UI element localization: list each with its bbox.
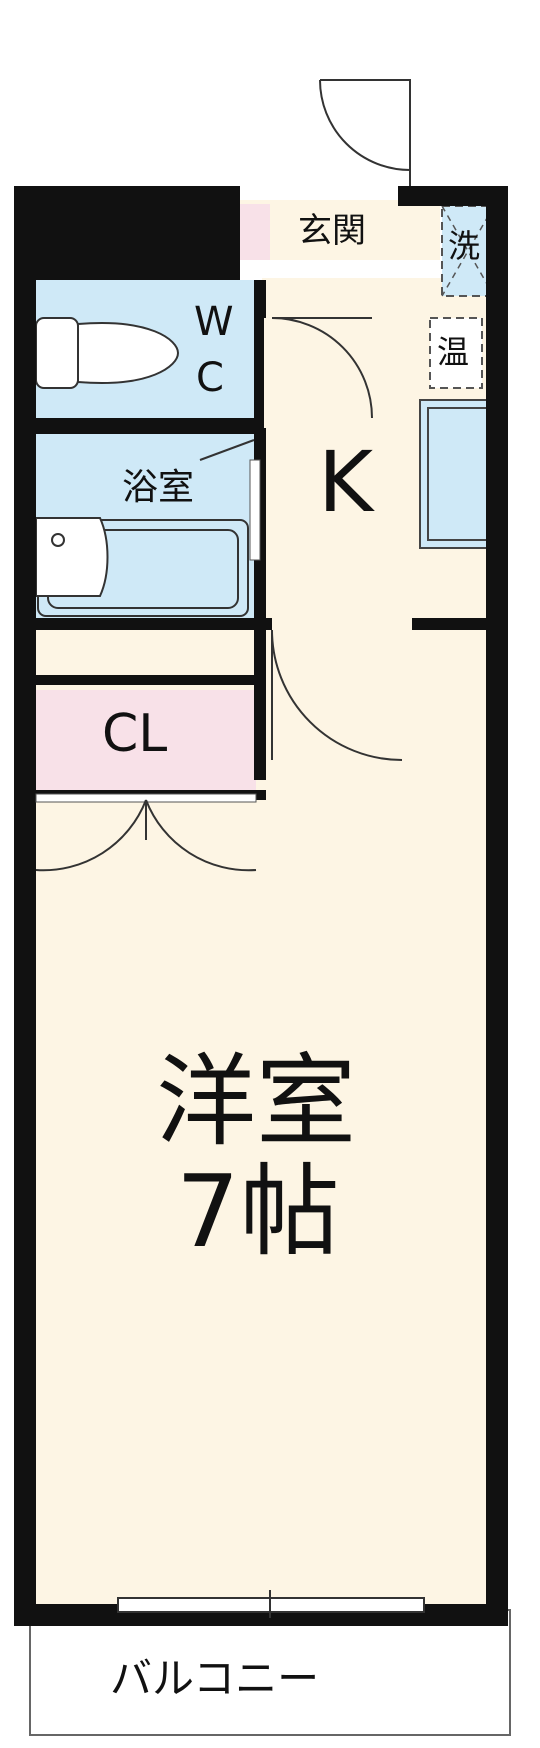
western-room-size-label: 7帖: [176, 1153, 340, 1270]
toilet-label-line2: C: [196, 355, 224, 401]
toilet-label-line1: W: [194, 299, 234, 345]
balcony-window: [117, 1590, 425, 1618]
closet-label: CL: [102, 704, 168, 764]
entrance-shoe-box: [240, 204, 270, 260]
closet-room: [36, 690, 256, 790]
bathroom-label: 浴室: [122, 467, 195, 508]
water-heater-space: [429, 317, 483, 389]
bath-fixtures: [35, 517, 249, 617]
western-room-label: 洋室: [156, 1043, 356, 1160]
entrance-floor: [240, 200, 440, 260]
balcony-label: バルコニー: [110, 1654, 320, 1703]
washer-label: 洗: [448, 227, 481, 265]
kitchen-label: K: [318, 433, 374, 531]
water-heater-label: 温: [437, 333, 470, 371]
door-swings: [35, 79, 411, 872]
walls: [14, 186, 508, 1626]
balcony-area: [29, 1609, 511, 1736]
entrance-label: 玄関: [298, 211, 366, 251]
